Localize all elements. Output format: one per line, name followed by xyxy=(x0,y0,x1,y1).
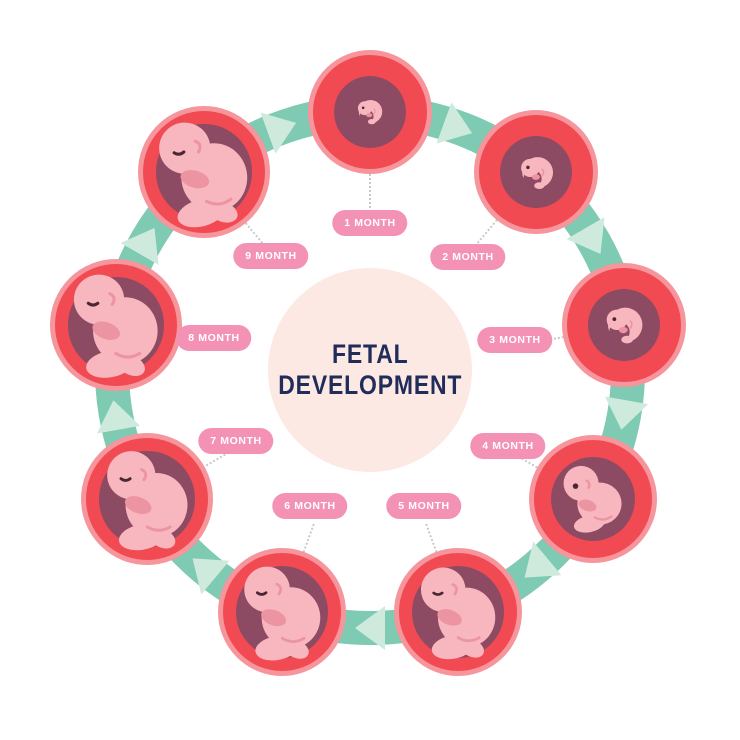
month-pill-6: 6 MONTH xyxy=(272,493,348,519)
stage-circle-month-7 xyxy=(81,433,213,565)
month-pill-3: 3 MONTH xyxy=(477,327,553,353)
month-pill-9: 9 MONTH xyxy=(233,243,309,269)
center-circle: FETAL DEVELOPMENT xyxy=(268,268,472,472)
month-pill-1: 1 MONTH xyxy=(332,210,408,236)
month-pill-5: 5 MONTH xyxy=(386,493,462,519)
stage-circle-month-4 xyxy=(529,435,657,563)
curled-fetus-icon xyxy=(405,559,511,665)
embryo-in-womb-icon xyxy=(508,144,565,201)
stage-circle-month-9 xyxy=(138,106,270,238)
month-pill-8: 8 MONTH xyxy=(176,325,252,351)
curled-fetus-icon xyxy=(228,558,337,667)
curled-fetus-icon xyxy=(90,442,205,557)
stage-circle-month-1 xyxy=(308,50,432,174)
stage-circle-month-2 xyxy=(474,110,598,234)
month-pill-4: 4 MONTH xyxy=(470,433,546,459)
embryo-in-womb-icon xyxy=(348,90,391,133)
infographic-title: FETAL DEVELOPMENT xyxy=(278,339,462,401)
stage-circle-month-8 xyxy=(50,259,182,391)
stage-circle-month-6 xyxy=(218,548,346,676)
curled-fetus-icon xyxy=(547,453,639,545)
embryo-in-womb-icon xyxy=(592,293,656,357)
month-pill-7: 7 MONTH xyxy=(198,428,274,454)
connector-month-1 xyxy=(369,174,371,208)
curled-fetus-icon xyxy=(138,106,270,238)
stage-circle-month-5 xyxy=(394,548,522,676)
stage-circle-month-3 xyxy=(562,263,686,387)
title-line-2: DEVELOPMENT xyxy=(277,370,463,400)
curled-fetus-icon xyxy=(56,265,176,385)
month-pill-2: 2 MONTH xyxy=(430,244,506,270)
title-line-1: FETAL xyxy=(331,338,409,369)
